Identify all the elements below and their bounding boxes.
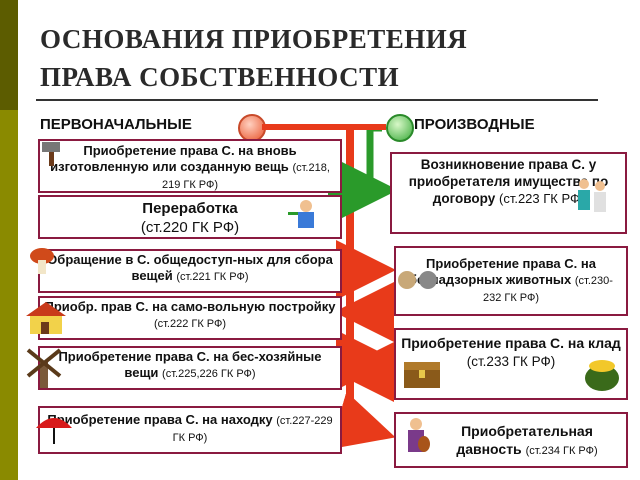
left-box-public-items: Обращение в С. общедоступ-ных для сбора …: [38, 249, 342, 293]
right-box-animals-ref: (ст.230-232 ГК РФ): [482, 275, 613, 304]
right-box-prescription-text: Приобретательная давность: [456, 423, 593, 457]
title-line-2: ПРАВА СОБСТВЕННОСТИ: [40, 62, 400, 92]
windmill-icon: [24, 346, 64, 395]
right-box-contract-ref: (ст.223 ГК РФ): [499, 191, 585, 206]
left-box-new-thing-text: Приобретение права С. на вновь изготовле…: [50, 143, 297, 174]
mushroom-icon: [28, 246, 56, 281]
left-box-finding-ref: (ст.227-229 ГК РФ): [172, 415, 333, 444]
right-box-prescription-ref: (ст.234 ГК РФ): [525, 445, 598, 457]
title-line-1: ОСНОВАНИЯ ПРИОБРЕТЕНИЯ: [40, 24, 468, 54]
tool-icon: [40, 140, 64, 173]
left-box-ownerless-text: Приобретение права С. на бес-хозяйные ве…: [58, 349, 322, 380]
primary-node: [238, 114, 266, 142]
left-box-public-items-text: Обращение в С. общедоступ-ных для сбора …: [47, 252, 333, 283]
left-box-finding: Приобретение права С. на находку (ст.227…: [38, 406, 342, 454]
left-accent-bar: [0, 0, 18, 480]
right-box-animals-text: Приобретение права С. на безнадзорных жи…: [409, 256, 596, 287]
left-box-ownerless: Приобретение права С. на бес-хозяйные ве…: [38, 346, 342, 390]
left-box-unauthorized-building: Приобр. прав С. на само-вольную постройк…: [38, 296, 342, 340]
right-column-heading: ПРОИЗВОДНЫЕ: [414, 116, 535, 133]
left-box-processing: Переработка (ст.220 ГК РФ): [38, 195, 342, 239]
node-connector: [262, 124, 386, 130]
left-box-unauthorized-building-text: Приобр. прав С. на само-вольную постройк…: [44, 299, 336, 314]
animals-icon: [396, 268, 440, 297]
house-icon: [24, 300, 68, 341]
umbrella-icon: [34, 412, 74, 453]
violinist-icon: [398, 416, 434, 465]
right-box-treasure-text: Приобретение права С. на клад: [401, 335, 621, 351]
left-box-ownerless-ref: (ст.225,226 ГК РФ): [162, 368, 256, 380]
left-box-public-items-ref: (ст.221 ГК РФ): [176, 271, 249, 283]
left-box-new-thing: Приобретение права С. на вновь изготовле…: [38, 139, 342, 193]
right-box-contract-text: Возникновение права С. у приобретателя и…: [408, 157, 609, 206]
left-box-finding-text: Приобретение права С. на находку: [47, 412, 273, 427]
derivative-node: [386, 114, 414, 142]
left-box-unauthorized-building-ref: (ст.222 ГК РФ): [153, 318, 227, 330]
gold-pot-icon: [582, 356, 622, 397]
left-box-processing-ref: (ст.220 ГК РФ): [140, 219, 240, 236]
left-box-new-thing-ref: (ст.218, 219 ГК РФ): [161, 162, 330, 191]
page-title: ОСНОВАНИЯ ПРИОБРЕТЕНИЯ ПРАВА СОБСТВЕННОС…: [40, 20, 620, 96]
worker-icon: [286, 198, 326, 241]
right-box-treasure-ref: (ст.233 ГК РФ): [466, 354, 556, 369]
left-box-processing-text: Переработка: [142, 200, 238, 217]
right-box-prescription: Приобретательная давность (ст.234 ГК РФ): [394, 412, 628, 468]
title-divider: [36, 99, 598, 101]
left-column-heading: ПЕРВОНАЧАЛЬНЫЕ: [40, 116, 192, 133]
treasure-icon: [402, 360, 442, 395]
buyers-icon: [572, 176, 612, 221]
